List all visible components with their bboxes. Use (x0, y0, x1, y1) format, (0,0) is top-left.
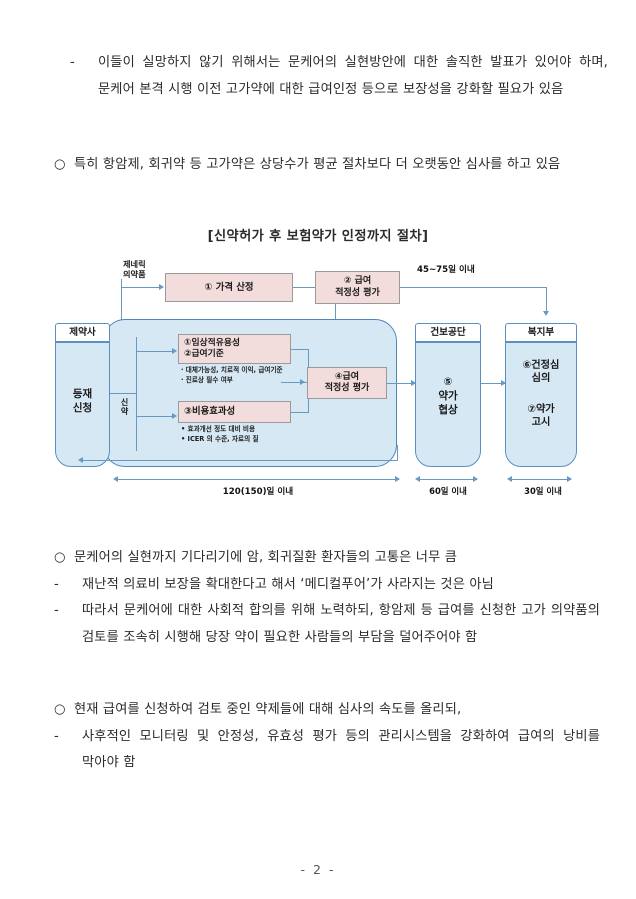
paragraph-5: - 따라서 문케어에 대한 사회적 합의를 위해 노력하되, 항암제 등 급여를… (54, 598, 600, 651)
mohw-body-label-1: ⑥건정심 심의 (522, 360, 560, 385)
criteria-out-line (291, 349, 309, 350)
duration-nhis-left-arrow (415, 476, 420, 482)
step2-to-hira-line (335, 304, 336, 321)
step4-to-nhis-line (387, 383, 415, 384)
pharma-company-header: 제약사 (55, 323, 110, 342)
duration-main-label: 120(150)일 이내 (222, 487, 294, 497)
paragraph-1-text: 이들이 실망하지 않기 위해서는 문케어의 실현방안에 대한 솔직한 발표가 있… (98, 55, 608, 97)
duration-top-label: 45~75일 이내 (417, 265, 475, 275)
paragraph-7-text: 사후적인 모니터링 및 안정성, 유효성 평가 등의 관리시스템을 강화하여 급… (82, 728, 600, 771)
generic-path-arrowhead (159, 284, 164, 290)
duration-nhis-span-line (419, 479, 477, 480)
criteria-line-2: ②급여기준 (184, 349, 224, 359)
duration-main-span-line (117, 479, 399, 480)
paragraph-block-3: ○ 문케어의 실현까지 기다리기에 암, 회귀질환 환자들의 고통은 너무 큼 … (54, 545, 600, 651)
step-4-benefit-adequacy-evaluation: ④급여 적정성 평가 (307, 367, 387, 399)
mohw-body-label-2: ⑦약가 고시 (527, 404, 555, 429)
paragraph-3: ○ 문케어의 실현까지 기다리기에 암, 회귀질환 환자들의 고통은 너무 큼 (54, 545, 600, 572)
paragraph-6-text: 현재 급여를 신청하여 검토 중인 약제들에 대해 심사의 속도를 올리되, (74, 702, 462, 717)
circle-marker-3: ○ (54, 702, 66, 717)
branch-to-cost-line (136, 416, 174, 417)
criteria-bullets: · 대체가능성, 치료적 이익, 급여기준 · 진료상 필수 여부 (181, 366, 283, 386)
duration-main-right-arrow (395, 476, 400, 482)
paragraph-1: - 이들이 실망하지 않기 위해서는 문케어의 실현방안에 대한 솔직한 발표가… (70, 50, 608, 103)
criteria-box: ①임상적유용성 ②급여기준 (178, 334, 291, 364)
duration-mohw-right-arrow (567, 476, 572, 482)
step4-to-nhis-arrowhead (411, 380, 416, 386)
dash-marker: - (70, 55, 75, 70)
nhis-to-mohw-arrowhead (501, 380, 506, 386)
feedback-line (82, 460, 398, 461)
step2-to-mohw-arrowhead (543, 311, 549, 316)
paragraph-4: - 재난적 의료비 보장을 확대한다고 해서 ‘메디컬푸어’가 사라지는 것은 … (54, 572, 600, 599)
new-drug-label: 신 약 (120, 398, 129, 417)
merge-to-step4-line (281, 382, 309, 383)
dash-marker-2: - (54, 576, 59, 592)
duration-mohw-left-arrow (507, 476, 512, 482)
branch-to-criteria-line (136, 351, 174, 352)
nhis-body (415, 342, 481, 467)
branch-to-cost-arrowhead (172, 413, 177, 419)
feedback-arrowhead (78, 457, 83, 463)
dash-marker-4: - (54, 728, 59, 744)
paragraph-3-text: 문케어의 실현까지 기다리기에 암, 회귀질환 환자들의 고통은 너무 큼 (74, 550, 457, 565)
criteria-line-1: ①임상적유용성 (184, 338, 241, 349)
cost-bullet-2: • ICER 의 수준, 자료의 질 (181, 434, 259, 443)
step-1-price-calculation: ① 가격 산정 (165, 273, 293, 302)
page-number: - 2 - (300, 862, 336, 877)
step2-to-mohw-line (400, 287, 547, 288)
figure-title: [신약허가 후 보험약가 인정까지 절차] (207, 229, 429, 244)
cost-effectiveness-bullets: • 효과개선 정도 대비 비용 • ICER 의 수준, 자료의 질 (181, 425, 259, 445)
duration-mohw-span-line (511, 479, 571, 480)
paragraph-5-text: 따라서 문케어에 대한 사회적 합의를 위해 노력하되, 항암제 등 급여를 신… (82, 603, 600, 645)
step-2-benefit-adequacy-evaluation: ② 급여 적정성 평가 (315, 271, 400, 304)
mohw-body (505, 342, 577, 467)
cost-effectiveness-box: ③비용효과성 (178, 401, 291, 423)
cost-out-line (291, 412, 309, 413)
nhis-to-mohw-line (481, 383, 505, 384)
branch-to-criteria-arrowhead (172, 348, 177, 354)
duration-main-left-arrow (113, 476, 118, 482)
criteria-bullet-2: · 진료상 필수 여부 (181, 375, 233, 384)
circle-marker: ○ (54, 157, 66, 172)
step2-to-mohw-drop (546, 287, 547, 312)
paragraph-block-2: ○ 특히 항암제, 회귀약 등 고가약은 상당수가 평균 절차보다 더 오랫동안… (54, 152, 600, 179)
merge-to-step4-arrowhead (300, 379, 305, 385)
pharma-to-branch-line (110, 393, 137, 394)
paragraph-2: ○ 특히 항암제, 회귀약 등 고가약은 상당수가 평균 절차보다 더 오랫동안… (54, 152, 600, 179)
criteria-bullet-1: · 대체가능성, 치료적 이익, 급여기준 (181, 366, 283, 374)
duration-nhis-label: 60일 이내 (429, 486, 467, 496)
feedback-riser (397, 445, 398, 460)
dash-marker-3: - (54, 603, 59, 618)
paragraph-block-1: - 이들이 실망하지 않기 위해서는 문케어의 실현방안에 대한 솔직한 발표가… (62, 50, 608, 103)
cost-bullet-1: • 효과개선 정도 대비 비용 (181, 425, 256, 433)
step1-to-step2-line (293, 287, 315, 288)
paragraph-2-text: 특히 항암제, 회귀약 등 고가약은 상당수가 평균 절차보다 더 오랫동안 심… (74, 157, 561, 172)
paragraph-block-4: ○ 현재 급여를 신청하여 검토 중인 약제들에 대해 심사의 속도를 올리되,… (54, 697, 600, 777)
pharma-company-body (55, 342, 110, 467)
nhis-header: 건보공단 (415, 323, 481, 342)
pharma-company-body-label: 등재 신청 (72, 388, 93, 414)
generic-path-to-step1 (121, 287, 161, 288)
paragraph-6: ○ 현재 급여를 신청하여 검토 중인 약제들에 대해 심사의 속도를 올리되, (54, 697, 600, 724)
branch-vertical-line (136, 337, 137, 451)
duration-nhis-right-arrow (473, 476, 478, 482)
paragraph-7: - 사후적인 모니터링 및 안정성, 유효성 평가 등의 관리시스템을 강화하여… (54, 724, 600, 777)
circle-marker-2: ○ (54, 550, 66, 565)
drug-pricing-flowchart: 제네릭 의약품 ① 가격 산정 ② 급여 적정성 평가 45~75일 이내 심평… (45, 255, 591, 520)
duration-mohw-label: 30일 이내 (524, 486, 562, 496)
paragraph-4-text: 재난적 의료비 보장을 확대한다고 해서 ‘메디컬푸어’가 사라지는 것은 아님 (82, 576, 494, 592)
mohw-header: 복지부 (505, 323, 577, 342)
nhis-body-label: ⑤ 약가 협상 (438, 376, 458, 417)
generic-drug-label: 제네릭 의약품 (123, 259, 146, 279)
